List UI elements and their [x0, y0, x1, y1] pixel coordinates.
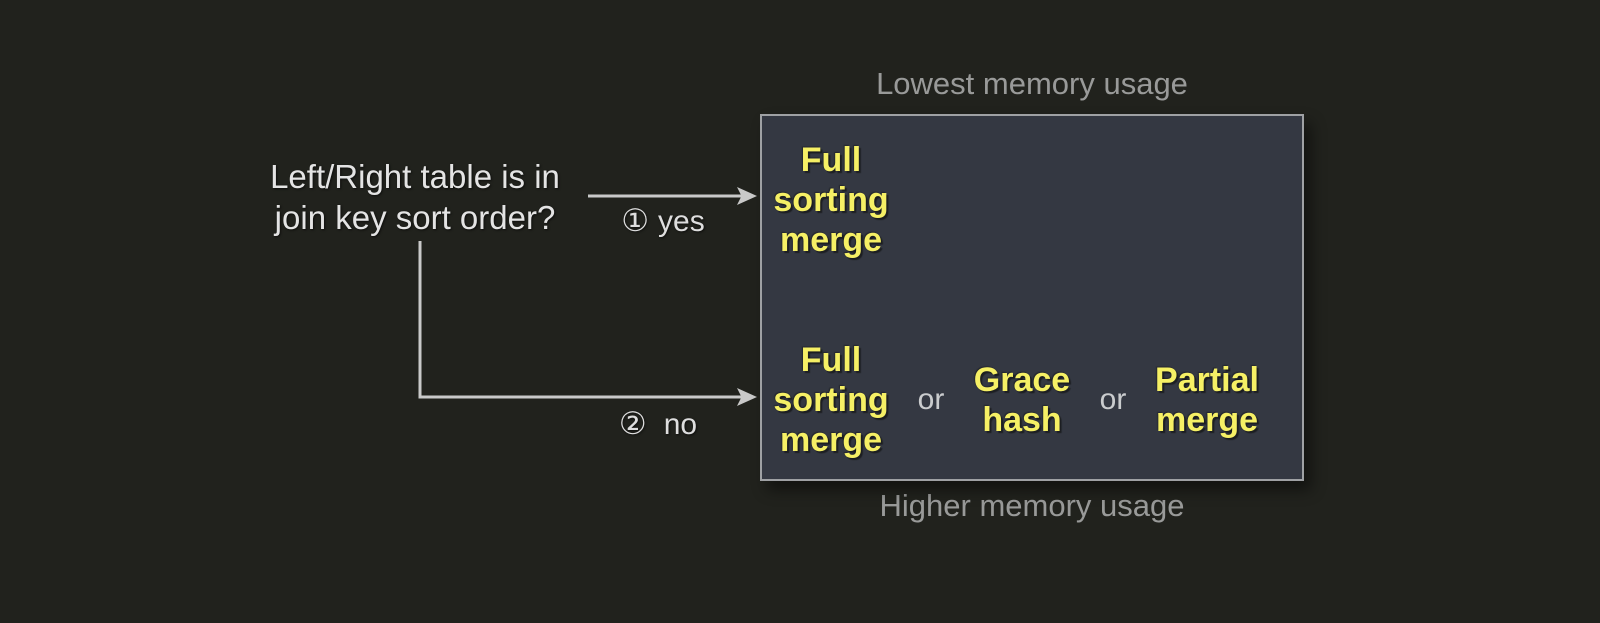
lowest-memory-label: Lowest memory usage	[876, 66, 1188, 101]
no-arrow-line	[418, 241, 742, 399]
unsorted-input-row: Full sorting merge or Grace hash or Part…	[772, 338, 1294, 462]
or-separator: or	[1099, 383, 1127, 416]
circled-one-icon: ①	[621, 203, 650, 238]
yes-arrowhead-icon	[737, 187, 757, 205]
algorithm-partial-merge: Partial merge	[1155, 361, 1259, 439]
question-text: Left/Right table is in join key sort ord…	[270, 158, 560, 236]
branch-label-no: ② no	[598, 406, 718, 442]
higher-memory-label: Higher memory usage	[879, 488, 1185, 523]
branch-label-yes: ① yes	[598, 203, 728, 239]
sorted-input-row: Full sorting merge	[772, 140, 890, 260]
algorithm-full-sorting-merge: Full sorting merge	[773, 141, 889, 259]
branch-yes-text: yes	[658, 205, 705, 238]
algorithm-full-sorting-merge: Full sorting merge	[773, 341, 889, 459]
branch-no-text: no	[663, 408, 698, 441]
or-separator: or	[917, 383, 945, 416]
algorithms-box: Full sorting merge Full sorting merge or…	[760, 114, 1304, 481]
circled-two-icon: ②	[618, 406, 647, 441]
no-arrowhead-icon	[737, 388, 757, 406]
algorithm-grace-hash: Grace hash	[973, 361, 1071, 439]
